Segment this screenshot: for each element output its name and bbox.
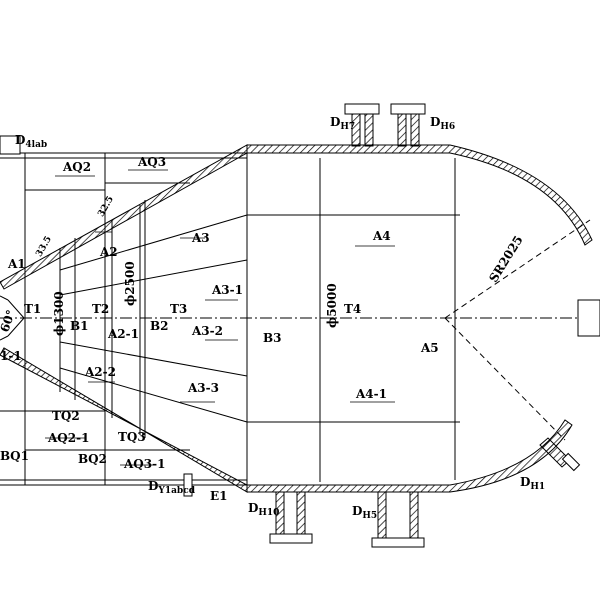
label-d-4lab: D4lab [15,133,47,150]
label-t4: T4 [344,302,361,316]
label-a2-2: A2-2 [84,365,116,379]
label-t1: T1 [24,302,41,316]
label-1-1: 1-1 [0,349,22,363]
nozzle-bottom-h10 [269,491,313,544]
label-t2: T2 [92,302,109,316]
label-d-y1abcd: DY1abcd [148,479,196,496]
label-a1: A1 [7,257,26,271]
label-b3: B3 [263,331,282,345]
label-a3: A3 [191,231,210,245]
label-tq3: TQ3 [118,430,146,444]
label-e1: E1 [210,489,228,503]
label-d-h5: DH5 [352,504,377,521]
label-tq2: TQ2 [52,409,80,423]
label-bq1: BQ1 [0,449,29,463]
nozzle-h1 [539,437,581,472]
label-phi5000: ϕ5000 [325,283,339,328]
label-aq2: AQ2 [62,160,91,174]
label-a5: A5 [420,341,439,355]
label-angle: 60° [0,308,18,334]
label-a3-2: A3-2 [191,324,223,338]
label-a2: A2 [99,245,118,259]
label-a3-1: A3-1 [211,283,243,297]
label-phi1300: ϕ1300 [52,291,66,336]
label-d-h7: DH7 [330,115,355,132]
label-a2-1: A2-1 [107,327,139,341]
label-b2: B2 [150,319,169,333]
label-dim-32-5: 32.5 [96,195,116,219]
label-phi2500: ϕ2500 [123,261,137,306]
label-bq2: BQ2 [78,452,107,466]
label-aq2-1: AQ2-1 [47,431,89,445]
nozzle-4lab [0,135,21,155]
internal-lines [0,200,600,438]
label-aq3: AQ3 [137,155,166,169]
label-a3-3: A3-3 [187,381,219,395]
label-d-h1: DH1 [520,475,545,492]
nozzle-bottom-h5 [371,491,425,548]
leader-lines [45,169,395,466]
outer-lines [0,152,247,486]
label-d-h6: DH6 [430,115,455,132]
label-d-h10: DH10 [248,501,279,518]
label-b1: B1 [70,319,89,333]
nozzle-top-h7 [344,103,380,147]
label-aq3-1: AQ3-1 [123,457,165,471]
label-a4-1: A4-1 [355,387,387,401]
label-t3: T3 [170,302,187,316]
label-a4: A4 [372,229,391,243]
main-shell [246,144,600,493]
nozzle-y1abcd [183,473,193,497]
nozzle-top-h6 [390,103,426,147]
